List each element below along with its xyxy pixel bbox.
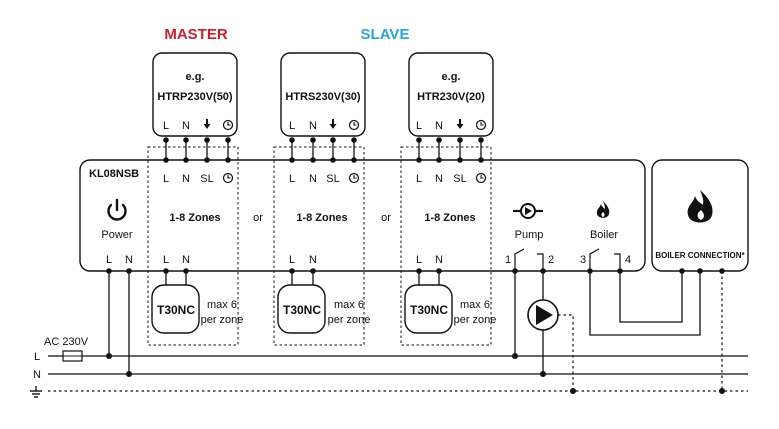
terminal-label: L xyxy=(416,120,422,132)
master-heading: MASTER xyxy=(164,26,228,43)
actuator-note-2: per zone xyxy=(201,314,244,326)
relay-terminal-1: 1 xyxy=(505,254,511,266)
zone-terminal: SL xyxy=(200,173,213,185)
actuator-note-2: per zone xyxy=(328,314,371,326)
zone-terminal: N xyxy=(309,173,317,185)
or-label: or xyxy=(381,212,391,224)
power-terminal-l: L xyxy=(106,254,112,266)
thermostat-model: HTRP230V(50) xyxy=(157,91,233,103)
zone-terminal: L xyxy=(416,173,422,185)
zone-frames xyxy=(147,146,492,346)
actuator-terminal: L xyxy=(163,254,169,266)
zone-terminal: L xyxy=(289,173,295,185)
or-label: or xyxy=(253,212,263,224)
thermostat-terminal-dots xyxy=(163,137,484,143)
earth-icon xyxy=(30,386,42,398)
actuator-model: T30NC xyxy=(410,303,448,317)
supply-voltage: AC 230V xyxy=(44,336,89,348)
zone-terminal: SL xyxy=(453,173,466,185)
actuator-zone-3: T30NC max 6 per zone xyxy=(404,268,497,334)
actuator-terminal: L xyxy=(416,254,422,266)
thermostat-eg-label: e.g. xyxy=(186,71,205,83)
actuator-terminal: L xyxy=(289,254,295,266)
flame-icon xyxy=(596,201,610,218)
thermostat-slave: HTRS230V(30) L N xyxy=(280,52,366,137)
relay-terminal-2: 2 xyxy=(548,254,554,266)
thermostat-model: HTRS230V(30) xyxy=(285,91,361,103)
supply-line-n: N xyxy=(33,369,41,381)
power-terminal-n: N xyxy=(125,254,133,266)
fuse-icon xyxy=(62,350,83,362)
actuator-note-2: per zone xyxy=(454,314,497,326)
boiler-connection-label: BOILER CONNECTION* xyxy=(655,251,745,260)
boiler-connection: BOILER CONNECTION* xyxy=(651,159,749,274)
thermostat-model: HTR230V(20) xyxy=(417,91,485,103)
actuator-zone-2: T30NC max 6 per zone xyxy=(277,268,371,334)
thermostat-master: e.g. HTRP230V(50) L N xyxy=(152,52,238,137)
boiler-flame-icon xyxy=(687,190,713,223)
zone-slave-1: L N SL 1-8 Zones L N xyxy=(289,172,360,266)
controller-model: KL08NSB xyxy=(89,168,139,180)
zone-terminal: N xyxy=(435,173,443,185)
zone-terminal: N xyxy=(182,173,190,185)
actuator-terminal: N xyxy=(309,254,317,266)
actuator-note-1: max 6 xyxy=(460,299,490,311)
actuator-terminal: N xyxy=(435,254,443,266)
actuator-model: T30NC xyxy=(283,303,321,317)
boiler-label: Boiler xyxy=(590,229,618,241)
actuator-note-1: max 6 xyxy=(207,299,237,311)
supply-line-l: L xyxy=(34,351,40,363)
zone-label: 1-8 Zones xyxy=(169,212,220,224)
zone-terminal: SL xyxy=(326,173,339,185)
terminal-label: L xyxy=(289,120,295,132)
zone-terminal: L xyxy=(163,173,169,185)
thermostat-slave-2: e.g. HTR230V(20) L N xyxy=(408,52,494,137)
slave-heading: SLAVE xyxy=(361,26,410,43)
terminal-label: L xyxy=(163,120,169,132)
relay-contacts xyxy=(514,248,621,270)
zone-master: L N SL 1-8 Zones L N xyxy=(163,172,234,266)
actuator-model: T30NC xyxy=(157,303,195,317)
controller-box xyxy=(79,159,646,272)
controller-top-dots xyxy=(163,157,484,163)
terminal-label: N xyxy=(435,120,443,132)
zone-label: 1-8 Zones xyxy=(424,212,475,224)
terminal-label: N xyxy=(182,120,190,132)
earth-wiring xyxy=(48,271,748,392)
wiring xyxy=(48,271,748,375)
actuator-note-1: max 6 xyxy=(334,299,364,311)
relay-terminal-3: 3 xyxy=(580,254,586,266)
terminal-label: N xyxy=(309,120,317,132)
zone-slave-2: L N SL 1-8 Zones L N xyxy=(416,172,487,266)
pump-icon xyxy=(513,203,543,219)
pump-label: Pump xyxy=(515,229,544,241)
actuator-terminal: N xyxy=(182,254,190,266)
junction-dots xyxy=(106,268,725,394)
relay-terminal-4: 4 xyxy=(625,254,631,266)
zone-label: 1-8 Zones xyxy=(296,212,347,224)
thermostat-wires xyxy=(165,141,482,160)
actuator-zone-1: T30NC max 6 per zone xyxy=(151,268,244,334)
pump-motor-icon xyxy=(527,299,559,331)
power-label: Power xyxy=(101,229,133,241)
thermostat-eg-label: e.g. xyxy=(442,71,461,83)
power-icon xyxy=(107,198,127,221)
